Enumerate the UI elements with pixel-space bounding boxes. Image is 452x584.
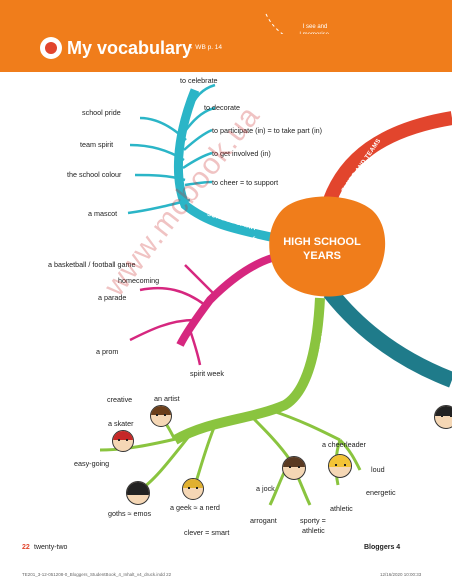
page-number-word: twenty-two [34, 544, 68, 551]
cheerleader-avatar [328, 454, 352, 478]
word-team-spirit: team spirit [80, 140, 114, 149]
i-see-line1: I see and [302, 24, 328, 30]
center-line1: HIGH SCHOOL [283, 236, 361, 248]
word-clever-smart: clever = smart [184, 528, 230, 537]
word-the-school-colour: the school colour [67, 170, 122, 179]
word-spirit-week: spirit week [190, 369, 224, 378]
word-a-mascot: a mascot [88, 209, 118, 218]
word-easy-going: easy-going [74, 459, 110, 468]
word-homecoming: homecoming [118, 276, 160, 285]
relationship-avatar [434, 405, 452, 429]
print-date: 12/16/2020 10:00:33 [380, 572, 422, 577]
word-arrogant: arrogant [250, 516, 277, 525]
word-loud: loud [371, 465, 385, 474]
clubs-branch [323, 111, 452, 203]
word-an-artist: an artist [154, 394, 180, 403]
word-sporty-athletic: athletic [302, 526, 325, 535]
print-slug: TE201_3-12-051208-0_Bloggers_StudentBook… [22, 572, 172, 577]
word-a-parade: a parade [98, 293, 127, 302]
school-spirit-twigs [127, 83, 216, 215]
word-basketball-game: a basketball / football game [48, 260, 136, 269]
geek-avatar [182, 478, 204, 500]
word-a-cheerleader: a cheerleader [322, 440, 366, 449]
vocabulary-icon [40, 37, 62, 59]
word-a-geek: a geek ≈ a nerd [170, 503, 220, 512]
skater-avatar [112, 430, 134, 452]
word-energetic: energetic [366, 488, 396, 497]
word-goths-emos: goths ≈ emos [108, 509, 152, 518]
center-line2: YEARS [303, 250, 341, 262]
center-topic: HIGH SCHOOL YEARS [276, 235, 368, 263]
word-a-prom: a prom [96, 347, 119, 356]
word-to-get-involved: to get involved (in) [212, 149, 271, 158]
book-title: Bloggers 4 [364, 544, 401, 551]
word-athletic: athletic [330, 504, 353, 513]
word-to-participate: to participate (in) = to take part (in) [212, 126, 323, 135]
school-events-twigs [129, 264, 231, 366]
artist-avatar [150, 405, 172, 427]
word-to-decorate: to decorate [204, 103, 240, 112]
center-blob [269, 196, 386, 297]
relationships-branch [323, 287, 452, 388]
word-creative: creative [107, 395, 133, 404]
word-to-celebrate: to celebrate [180, 76, 218, 85]
word-a-skater: a skater [108, 419, 134, 428]
page-number: 22 [22, 544, 30, 551]
school-spirit-branch [174, 88, 277, 243]
word-sporty: sporty = [300, 516, 326, 525]
page-title: My vocabulary [67, 38, 193, 58]
jock-avatar [282, 456, 306, 480]
groups-branch [172, 297, 325, 445]
word-to-cheer: to cheer = to support [212, 178, 279, 187]
word-school-pride: school pride [82, 108, 121, 117]
word-a-jock: a jock [256, 484, 275, 493]
goth-avatar [126, 481, 150, 505]
title-band [34, 34, 452, 64]
workbook-reference: → WB p. 14 [187, 44, 223, 51]
school-events-branch [176, 254, 274, 347]
